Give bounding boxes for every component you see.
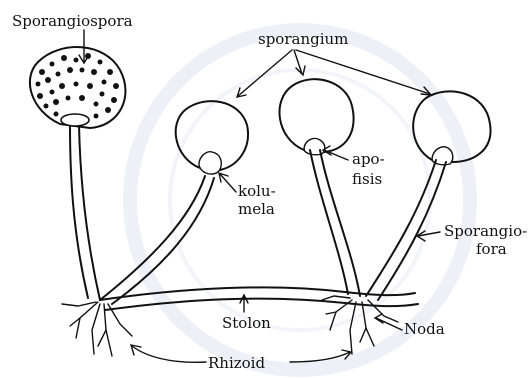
label-sporangiofora-1: Sporangio- [444,222,527,240]
label-sporangium: sporangium [258,30,348,48]
rhizoid-left [62,302,132,356]
label-sporangiospora: Sporangiospora [12,12,133,30]
sporangium-with-spores [30,47,126,128]
label-sporangiofora-2: fora [476,240,507,258]
label-rhizoid: Rhizoid [208,354,265,372]
label-apofisis-2: fisis [352,170,382,188]
sporangiophore-left [70,125,100,300]
sporangium-apofisis [280,79,354,155]
label-stolon: Stolon [222,314,271,332]
label-noda: Noda [404,320,445,338]
label-kolumela-1: kolu- [238,182,276,200]
label-apofisis-1: apo- [352,150,385,168]
label-kolumela-2: mela [238,200,275,218]
